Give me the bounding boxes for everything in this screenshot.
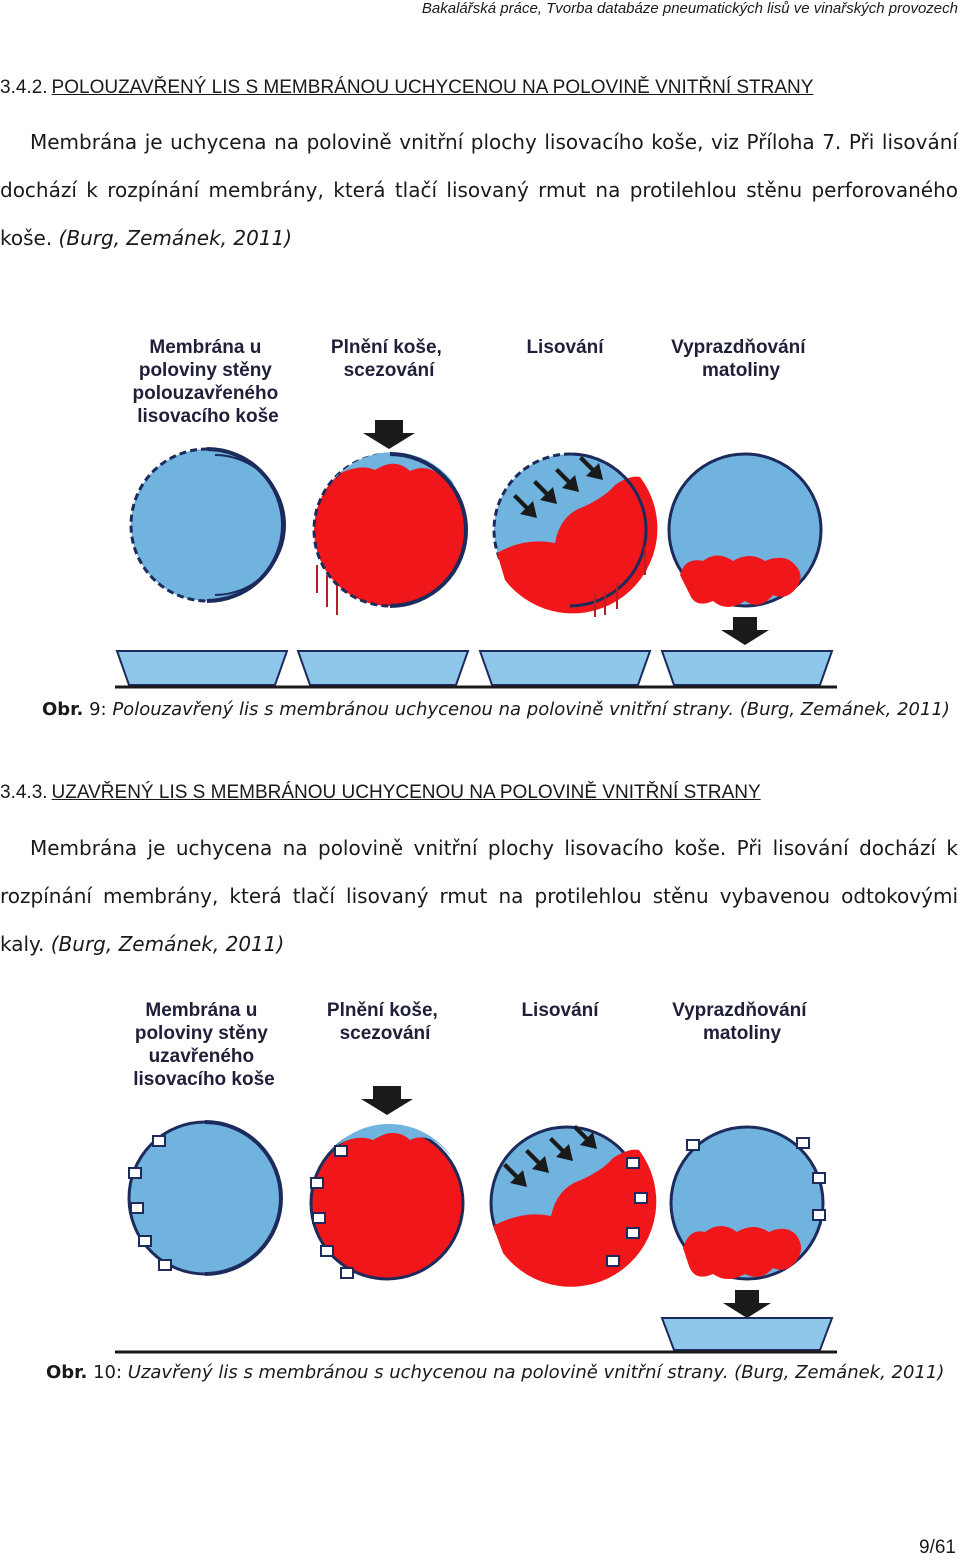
stage4-label: Vyprazdňování matoliny (672, 1000, 812, 1044)
stage3-label: Lisování (521, 1000, 599, 1021)
figure-9-diagram: Membrána u poloviny stěny polouzavřeného… (105, 325, 845, 693)
fill-arrow-icon (363, 420, 415, 449)
stage2-label: Plnění koše, scezování (327, 1000, 443, 1044)
stage1-label: Membrána u poloviny stěny uzavřeného lis… (133, 1000, 275, 1090)
section-heading-3-4-2: 3.4.2.POLOUZAVŘENÝ LIS S MEMBRÁNOU UCHYC… (0, 77, 813, 99)
caption-label: Obr. (42, 699, 84, 720)
running-header: Bakalářská práce, Tvorba databáze pneuma… (421, 0, 958, 17)
section-number: 3.4.2. (0, 77, 48, 98)
page-number: 9/61 (919, 1537, 956, 1558)
figure-10-diagram: Membrána u poloviny stěny uzavřeného lis… (105, 988, 845, 1360)
troughs (115, 650, 834, 686)
caption-label: Obr. (46, 1362, 88, 1383)
caption-number: 10 (93, 1362, 116, 1383)
figure-10-caption: Obr. 10: Uzavřený lis s membránou s uchy… (46, 1362, 945, 1383)
drum-stage4 (667, 452, 823, 645)
stage3-label: Lisování (526, 337, 604, 358)
section-title: POLOUZAVŘENÝ LIS S MEMBRÁNOU UCHYCENOU N… (51, 77, 814, 98)
caption-text: Uzavřený lis s membránou s uchycenou na … (127, 1362, 945, 1383)
citation: (Burg, Zemánek, 2011) (58, 226, 293, 250)
caption-text: Polouzavřený lis s membránou uchycenou n… (112, 699, 950, 720)
caption-number: 9 (89, 699, 101, 720)
figure-9-caption: Obr. 9: Polouzavřený lis s membránou uch… (42, 699, 950, 720)
drum-stage1 (129, 447, 286, 603)
press-arrows-icon (513, 456, 603, 518)
drum-stage2 (312, 420, 468, 615)
stage4-label: Vyprazdňování matoliny (671, 337, 811, 381)
section-number: 3.4.3. (0, 782, 48, 803)
drum-stage3 (489, 1125, 657, 1287)
section-paragraph-3-4-2: Membrána je uchycena na polovině vnitřní… (0, 118, 958, 262)
section-paragraph-3-4-3: Membrána je uchycena na polovině vnitřní… (0, 824, 958, 968)
trough (660, 1317, 834, 1351)
stage2-label: Plnění koše, scezování (331, 337, 447, 381)
drum-stage1 (127, 1120, 283, 1276)
drum-stage2 (309, 1086, 465, 1281)
stage1-label: Membrána u poloviny stěny polouzavřeného… (133, 337, 284, 427)
citation: (Burg, Zemánek, 2011) (50, 932, 285, 956)
drum-stage3 (492, 452, 658, 617)
discharge-arrow-icon (723, 1290, 771, 1318)
discharge-arrow-icon (721, 617, 769, 645)
section-heading-3-4-3: 3.4.3.UZAVŘENÝ LIS S MEMBRÁNOU UCHYCENOU… (0, 782, 761, 804)
drum-stage4 (669, 1125, 826, 1318)
figure-9-labels: Membrána u poloviny stěny polouzavřeného… (133, 337, 811, 427)
paragraph-text: Membrána je uchycena na polovině vnitřní… (0, 130, 958, 250)
paragraph-text: Membrána je uchycena na polovině vnitřní… (0, 836, 958, 956)
figure-10-labels: Membrána u poloviny stěny uzavřeného lis… (133, 1000, 812, 1090)
press-arrows-icon (503, 1125, 597, 1187)
fill-arrow-icon (361, 1086, 413, 1115)
section-title: UZAVŘENÝ LIS S MEMBRÁNOU UCHYCENOU NA PO… (51, 782, 761, 803)
